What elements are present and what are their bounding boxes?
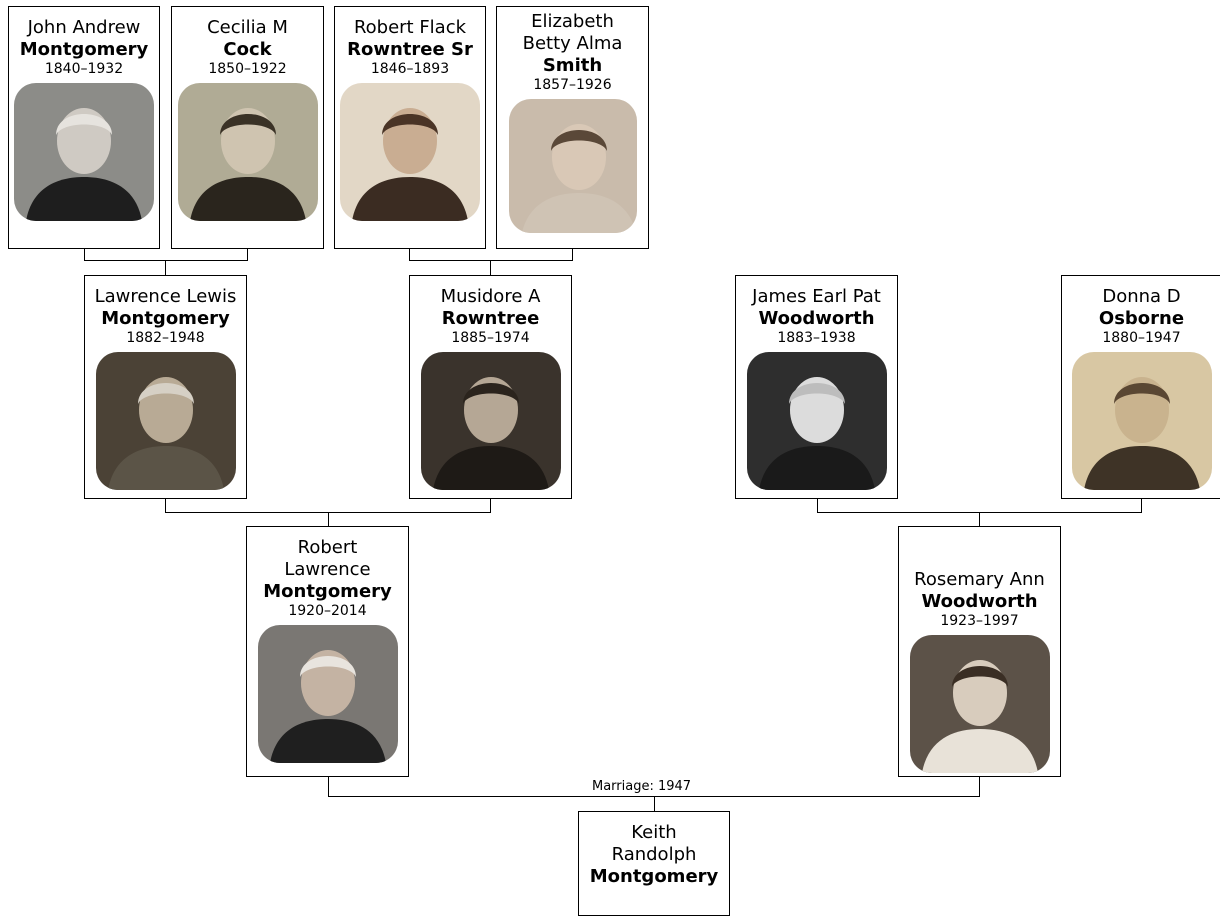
life-dates: 1883–1938	[777, 330, 856, 346]
portrait-photo	[257, 625, 398, 763]
person-card-lawrence-lewis-montgomery[interactable]: Lawrence Lewis Montgomery 1882–1948	[84, 275, 247, 499]
person-card-john-andrew-montgomery[interactable]: John Andrew Montgomery 1840–1932	[8, 6, 160, 249]
portrait-photo	[746, 352, 887, 490]
surname: Montgomery	[19, 39, 149, 60]
surname: Montgomery	[263, 581, 392, 602]
given-name: Keith Randolph	[611, 822, 697, 865]
portrait-photo	[1071, 352, 1212, 490]
portrait-photo	[508, 99, 637, 233]
given-name: Robert Lawrence	[284, 537, 371, 580]
surname: Cock	[223, 39, 272, 60]
surname: Smith	[542, 55, 603, 76]
life-dates: 1885–1974	[451, 330, 530, 346]
life-dates: 1880–1947	[1102, 330, 1181, 346]
marriage-label: Marriage: 1947	[590, 779, 694, 794]
given-name: Elizabeth Betty Alma	[522, 11, 623, 54]
person-card-elizabeth-betty-alma-smith[interactable]: Elizabeth Betty Alma Smith 1857–1926	[496, 6, 649, 249]
life-dates: 1846–1893	[370, 61, 450, 77]
portrait-photo	[909, 635, 1050, 773]
person-card-james-earl-pat-woodworth[interactable]: James Earl Pat Woodworth 1883–1938	[735, 275, 898, 499]
portrait-photo	[340, 83, 480, 221]
given-name: Rosemary Ann	[914, 569, 1045, 590]
given-name: Lawrence Lewis	[94, 286, 237, 307]
surname: Woodworth	[921, 591, 1038, 612]
given-name: Musidore A	[440, 286, 541, 307]
portrait-photo	[420, 352, 561, 490]
connector-line	[84, 248, 248, 276]
surname: Rowntree	[441, 308, 540, 329]
surname: Rowntree Sr	[347, 39, 473, 60]
portrait-photo	[14, 83, 154, 221]
connector-line	[165, 498, 491, 527]
surname: Osborne	[1098, 308, 1185, 329]
given-name: Donna D	[1102, 286, 1181, 307]
person-card-keith-randolph-montgomery[interactable]: Keith Randolph Montgomery	[578, 811, 730, 916]
life-dates: 1882–1948	[126, 330, 205, 346]
portrait-photo	[177, 83, 318, 221]
life-dates: 1923–1997	[940, 613, 1019, 629]
person-card-cecilia-m-cock[interactable]: Cecilia M Cock 1850–1922	[171, 6, 324, 249]
given-name: Cecilia M	[207, 17, 288, 38]
given-name: James Earl Pat	[752, 286, 881, 307]
life-dates: 1920–2014	[288, 603, 367, 619]
life-dates: 1857–1926	[533, 77, 612, 93]
connector-line	[409, 248, 573, 276]
given-name: John Andrew	[27, 17, 141, 38]
surname: Montgomery	[589, 866, 719, 887]
connector-line	[817, 498, 1142, 527]
person-card-musidore-a-rowntree[interactable]: Musidore A Rowntree 1885–1974	[409, 275, 572, 499]
given-name: Robert Flack	[353, 17, 467, 38]
surname: Woodworth	[758, 308, 875, 329]
life-dates: 1850–1922	[208, 61, 287, 77]
life-dates: 1840–1932	[44, 61, 124, 77]
person-card-robert-lawrence-montgomery[interactable]: Robert Lawrence Montgomery 1920–2014	[246, 526, 409, 777]
surname: Montgomery	[101, 308, 230, 329]
portrait-photo	[95, 352, 236, 490]
person-card-robert-flack-rowntree-sr[interactable]: Robert Flack Rowntree Sr 1846–1893	[334, 6, 486, 249]
person-card-donna-d-osborne[interactable]: Donna D Osborne 1880–1947	[1061, 275, 1220, 499]
connector-line	[328, 776, 980, 812]
person-card-rosemary-ann-woodworth[interactable]: Rosemary Ann Woodworth 1923–1997	[898, 526, 1061, 777]
